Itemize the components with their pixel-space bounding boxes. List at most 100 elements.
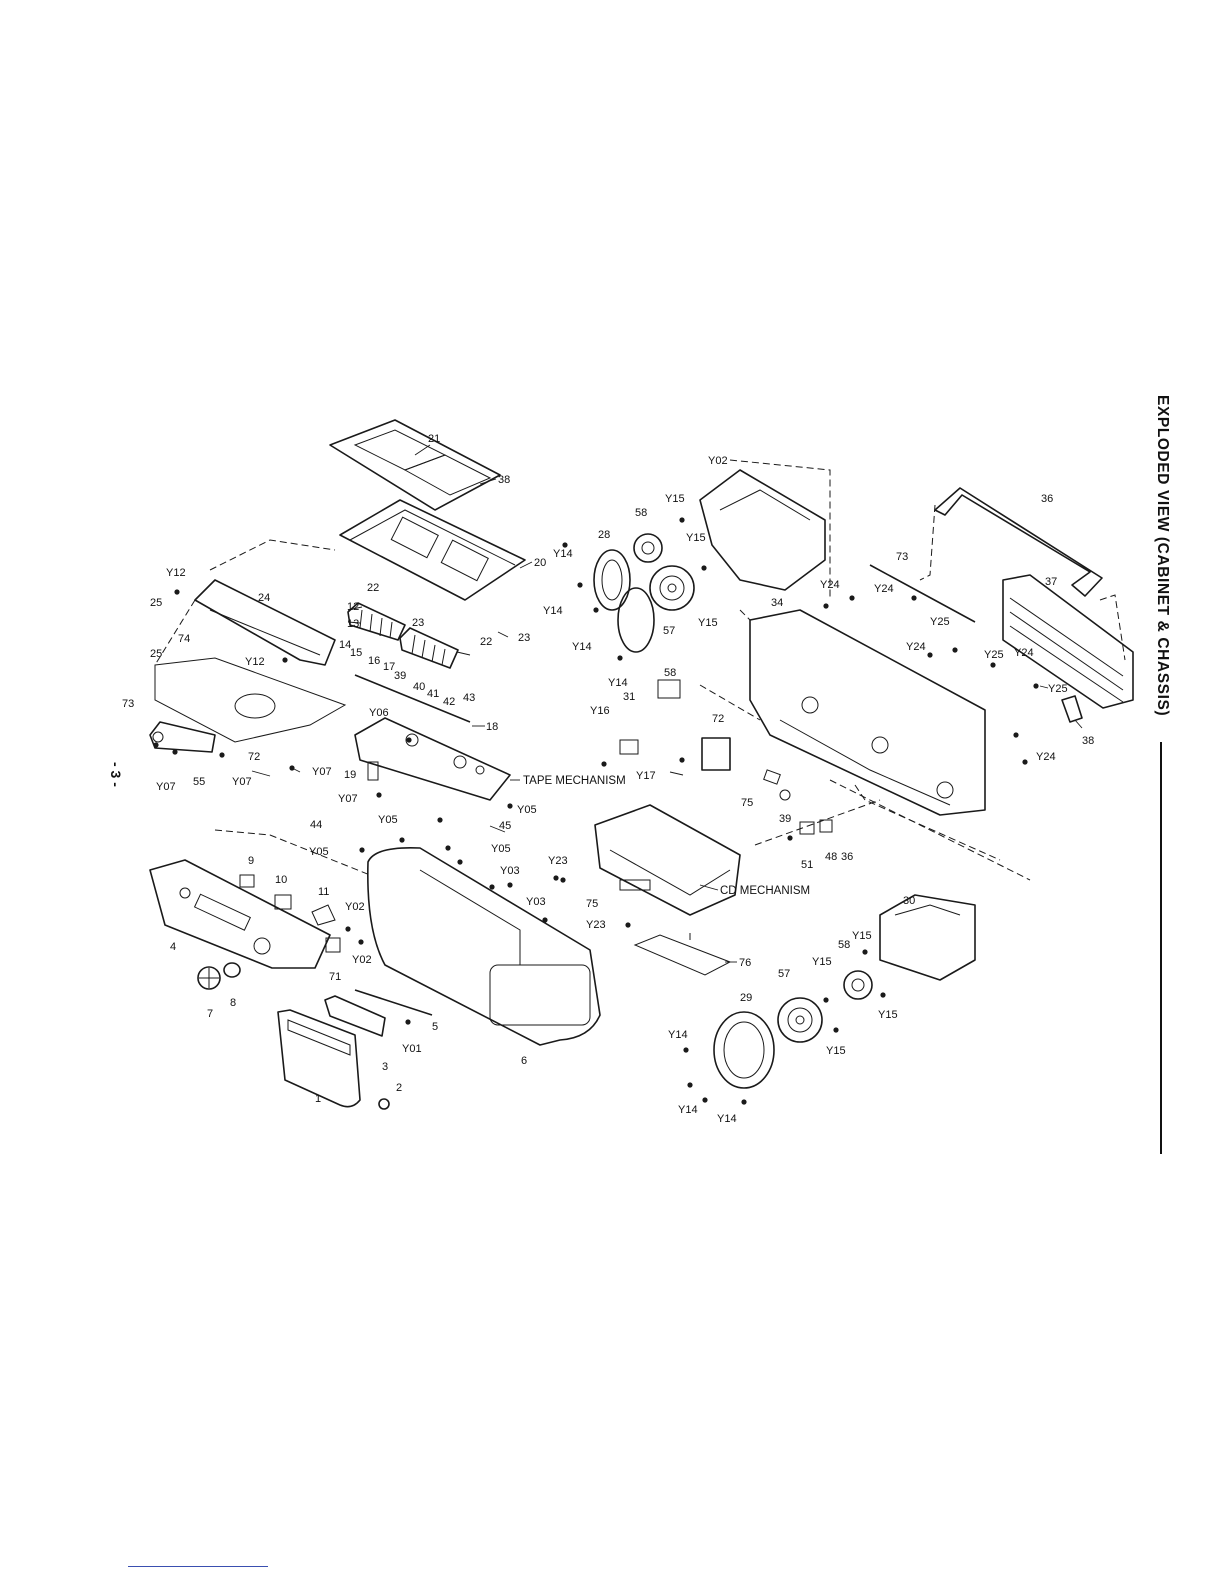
callout-48: 51 — [801, 859, 813, 871]
screws — [153, 517, 1039, 1105]
bracket-31-54-55 — [619, 679, 731, 771]
callout-24: 24 — [258, 592, 270, 604]
callout-14: 14 — [339, 639, 351, 651]
callout-13: 13 — [347, 618, 359, 630]
callout-34: 36 — [1041, 493, 1053, 505]
callout-30: 30 — [903, 895, 915, 907]
callout-37: 38 — [1082, 735, 1094, 747]
callout-y14-f: Y14 — [678, 1104, 698, 1116]
callout-y20-a: Y24 — [820, 579, 840, 591]
cabinet-front-6 — [367, 846, 601, 1046]
knob-7 — [197, 966, 221, 990]
callout-12: 12 — [347, 601, 359, 613]
callout-17: 17 — [383, 661, 395, 673]
callout-y15-g: Y15 — [826, 1045, 846, 1057]
rear-cabinet-33 — [749, 609, 986, 816]
assembly-lines — [154, 459, 1126, 940]
callout-y15-d: Y15 — [852, 930, 872, 942]
window-3 — [324, 995, 386, 1037]
label-cd-mechanism: CD MECHANISM — [720, 885, 810, 897]
callout-36: 37 — [1045, 576, 1057, 588]
ring-8 — [223, 962, 241, 978]
callout-y15-b: Y15 — [686, 532, 706, 544]
callout-3: 3 — [382, 1061, 388, 1073]
speaker-frame-27 — [593, 549, 655, 653]
callout-y14-g: Y14 — [717, 1113, 737, 1125]
callout-18: 18 — [486, 721, 498, 733]
callout-y19-low: Y23 — [586, 919, 606, 931]
callout-y14-e: Y14 — [668, 1029, 688, 1041]
callout-y05-left: Y05 — [309, 846, 329, 858]
callout-y20-c: Y24 — [906, 641, 926, 653]
callout-y14-d: Y14 — [608, 677, 628, 689]
callout-52-top: 57 — [663, 625, 675, 637]
callout-52-bottom: 57 — [778, 968, 790, 980]
callout-23-a: 23 — [412, 617, 424, 629]
callout-y12-left: Y07 — [156, 781, 176, 793]
label-tape-mechanism: TAPE MECHANISM — [523, 775, 626, 787]
cassette-lid-21 — [329, 419, 501, 511]
callout-15: 15 — [350, 647, 362, 659]
callout-51: 55 — [193, 776, 205, 788]
callout-19: 19 — [344, 769, 356, 781]
tweeter-53-top — [633, 533, 663, 563]
parts-38-47-48-58 — [763, 769, 833, 835]
battery-box-30 — [879, 894, 976, 981]
callout-42: 41 — [427, 688, 439, 700]
callout-y03-low: Y03 — [526, 896, 546, 908]
callout-y22: Y25 — [1048, 683, 1068, 695]
callout-y06: Y06 — [369, 707, 389, 719]
callout-35: 36 — [841, 851, 853, 863]
tweeter-53-bottom — [843, 970, 873, 1000]
clip-37 — [1061, 695, 1083, 723]
rear-grille-36 — [1002, 574, 1134, 709]
title-rule — [1160, 742, 1162, 1154]
callout-y03-top: Y03 — [500, 865, 520, 877]
callout-75: 75 — [586, 898, 598, 910]
callout-y02-top: Y02 — [345, 901, 365, 913]
door-1 — [277, 1009, 361, 1108]
callout-53-top: 58 — [635, 507, 647, 519]
callout-22-top: 22 — [367, 582, 379, 594]
leader-lines — [251, 444, 1083, 963]
callout-5: 5 — [432, 1021, 438, 1033]
callout-76: 76 — [739, 957, 751, 969]
callout-31: 31 — [623, 691, 635, 703]
callout-y19-top: Y23 — [548, 855, 568, 867]
callout-y12-mid: Y07 — [232, 776, 252, 788]
page-number: - 3 - — [108, 762, 124, 787]
callout-57: 73 — [896, 551, 908, 563]
callout-46: 45 — [499, 820, 511, 832]
callout-y14-a: Y14 — [553, 548, 573, 560]
callout-y20-b: Y24 — [874, 583, 894, 595]
cassette-holder-20 — [339, 499, 526, 601]
callout-25-bottom: 25 — [150, 648, 162, 660]
callout-28: Y02 — [708, 455, 728, 467]
callout-47: 48 — [825, 851, 837, 863]
callout-9: 9 — [248, 855, 254, 867]
callout-y16: Y16 — [590, 705, 610, 717]
callout-y15-e: Y15 — [812, 956, 832, 968]
callout-29: 29 — [740, 992, 752, 1004]
callout-38: 39 — [779, 813, 791, 825]
callout-10: 10 — [275, 874, 287, 886]
callout-72: 72 — [248, 751, 260, 763]
callout-y14-b: Y14 — [543, 605, 563, 617]
callout-11: 11 — [318, 886, 329, 898]
speaker-frame-29 — [713, 1011, 775, 1089]
bracket-24 — [194, 579, 336, 666]
antenna-57 — [869, 564, 976, 623]
callout-8: 8 — [230, 997, 236, 1009]
callout-7: 7 — [207, 1008, 213, 1020]
callout-y14-c: Y14 — [572, 641, 592, 653]
callout-y23-a: Y25 — [930, 616, 950, 628]
callout-39: 38 — [498, 474, 510, 486]
shaft-18 — [354, 674, 471, 723]
callout-y20-d: Y24 — [1014, 647, 1034, 659]
callout-22-mid: 22 — [480, 636, 492, 648]
callout-y02-low: Y02 — [352, 954, 372, 966]
front-panel-4 — [149, 859, 331, 969]
pcb-72 — [154, 657, 347, 743]
callout-y05-right: Y05 — [517, 804, 537, 816]
